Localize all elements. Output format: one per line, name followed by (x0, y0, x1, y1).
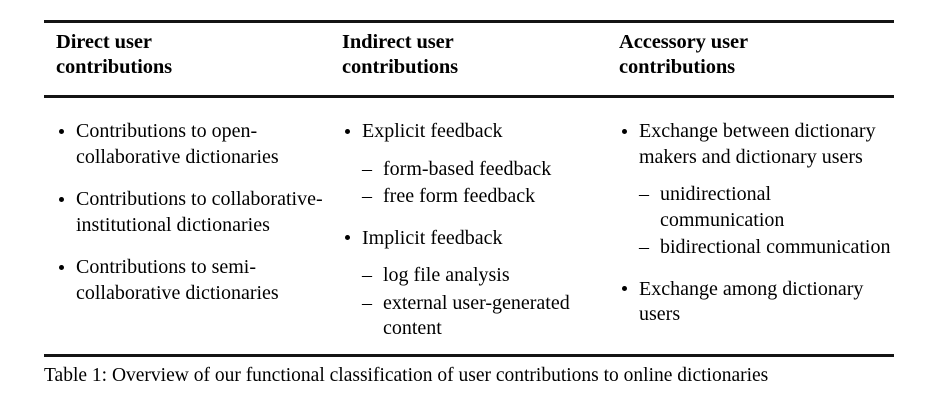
column-title: Accessory user contributions (619, 31, 748, 78)
column-body: Exchange between dictionary makers and d… (619, 106, 894, 328)
sub-bullet-list: – unidirectional communication – bidirec… (639, 182, 894, 261)
bullet-list: Explicit feedback – form-based feedback … (342, 119, 607, 342)
bullet-list: Exchange between dictionary makers and d… (619, 119, 894, 328)
list-item: Explicit feedback – form-based feedback … (342, 119, 607, 210)
list-item-label: Contributions to semi-collaborative dict… (76, 256, 279, 304)
list-item: Contributions to collaborative-instituti… (56, 187, 330, 238)
sub-bullet-list: – log file analysis – external user-gene… (362, 263, 607, 342)
table-caption: Table 1: Overview of our functional clas… (44, 365, 769, 386)
bullet-icon (345, 128, 350, 134)
list-item-label: Contributions to open-collaborative dict… (76, 120, 279, 168)
table-top-rule (44, 20, 894, 23)
sub-list-item-label: bidirectional communication (660, 236, 891, 258)
list-item: Exchange among dictionary users (619, 277, 894, 328)
sub-list-item-label: form-based feedback (383, 157, 552, 180)
list-item-label: Contributions to collaborative-instituti… (76, 188, 323, 236)
sub-list-item: – unidirectional communication (639, 182, 894, 233)
dash-icon: – (639, 183, 649, 205)
sub-bullet-list: – form-based feedback – free form feedba… (362, 157, 607, 210)
table-column-direct: Direct user contributions Contributions … (56, 30, 342, 306)
bullet-icon (59, 128, 64, 134)
list-item-label: Explicit feedback (362, 120, 503, 142)
sub-list-item-label: log file analysis (383, 264, 510, 286)
sub-list-item: – log file analysis (362, 263, 607, 289)
sub-list-item-label: external user-generated content (383, 291, 570, 340)
list-item-label: Exchange among dictionary users (639, 277, 864, 326)
dash-icon: – (639, 236, 649, 258)
column-title: Indirect user contributions (342, 31, 459, 78)
column-title: Direct user contributions (56, 31, 173, 78)
list-item: Contributions to open-collaborative dict… (56, 119, 330, 170)
dash-icon: – (362, 185, 372, 207)
bullet-icon (59, 196, 64, 202)
table-header-rule (44, 95, 894, 98)
list-item: Exchange between dictionary makers and d… (619, 119, 894, 261)
column-header: Direct user contributions (56, 30, 330, 106)
sub-list-item: – free form feedback (362, 184, 607, 210)
bullet-list: Contributions to open-collaborative dict… (56, 119, 330, 306)
column-header: Accessory user contributions (619, 30, 894, 106)
column-header: Indirect user contributions (342, 30, 607, 106)
sub-list-item-label: free form feedback (383, 185, 536, 207)
sub-list-item-label: unidirectional communication (660, 183, 785, 231)
column-body: Explicit feedback – form-based feedback … (342, 106, 607, 342)
table-columns: Direct user contributions Contributions … (56, 30, 894, 358)
list-item: Contributions to semi-collaborative dict… (56, 255, 330, 306)
column-body: Contributions to open-collaborative dict… (56, 106, 330, 306)
dash-icon: – (362, 291, 372, 314)
list-item-label: Implicit feedback (362, 226, 503, 249)
bullet-icon (59, 264, 64, 270)
list-item-label: Exchange between dictionary makers and d… (639, 120, 876, 168)
table-column-accessory: Accessory user contributions Exchange be… (619, 30, 894, 344)
sub-list-item: – form-based feedback (362, 157, 607, 183)
sub-list-item: – bidirectional communication (639, 235, 894, 261)
bullet-icon (345, 235, 350, 240)
dash-icon: – (362, 264, 372, 286)
table-bottom-rule (44, 354, 894, 357)
dash-icon: – (362, 157, 372, 180)
bullet-icon (622, 128, 627, 134)
sub-list-item: – external user-generated content (362, 291, 607, 342)
bullet-icon (622, 286, 627, 291)
list-item: Implicit feedback – log file analysis – … (342, 226, 607, 342)
table-column-indirect: Indirect user contributions Explicit fee… (342, 30, 619, 358)
